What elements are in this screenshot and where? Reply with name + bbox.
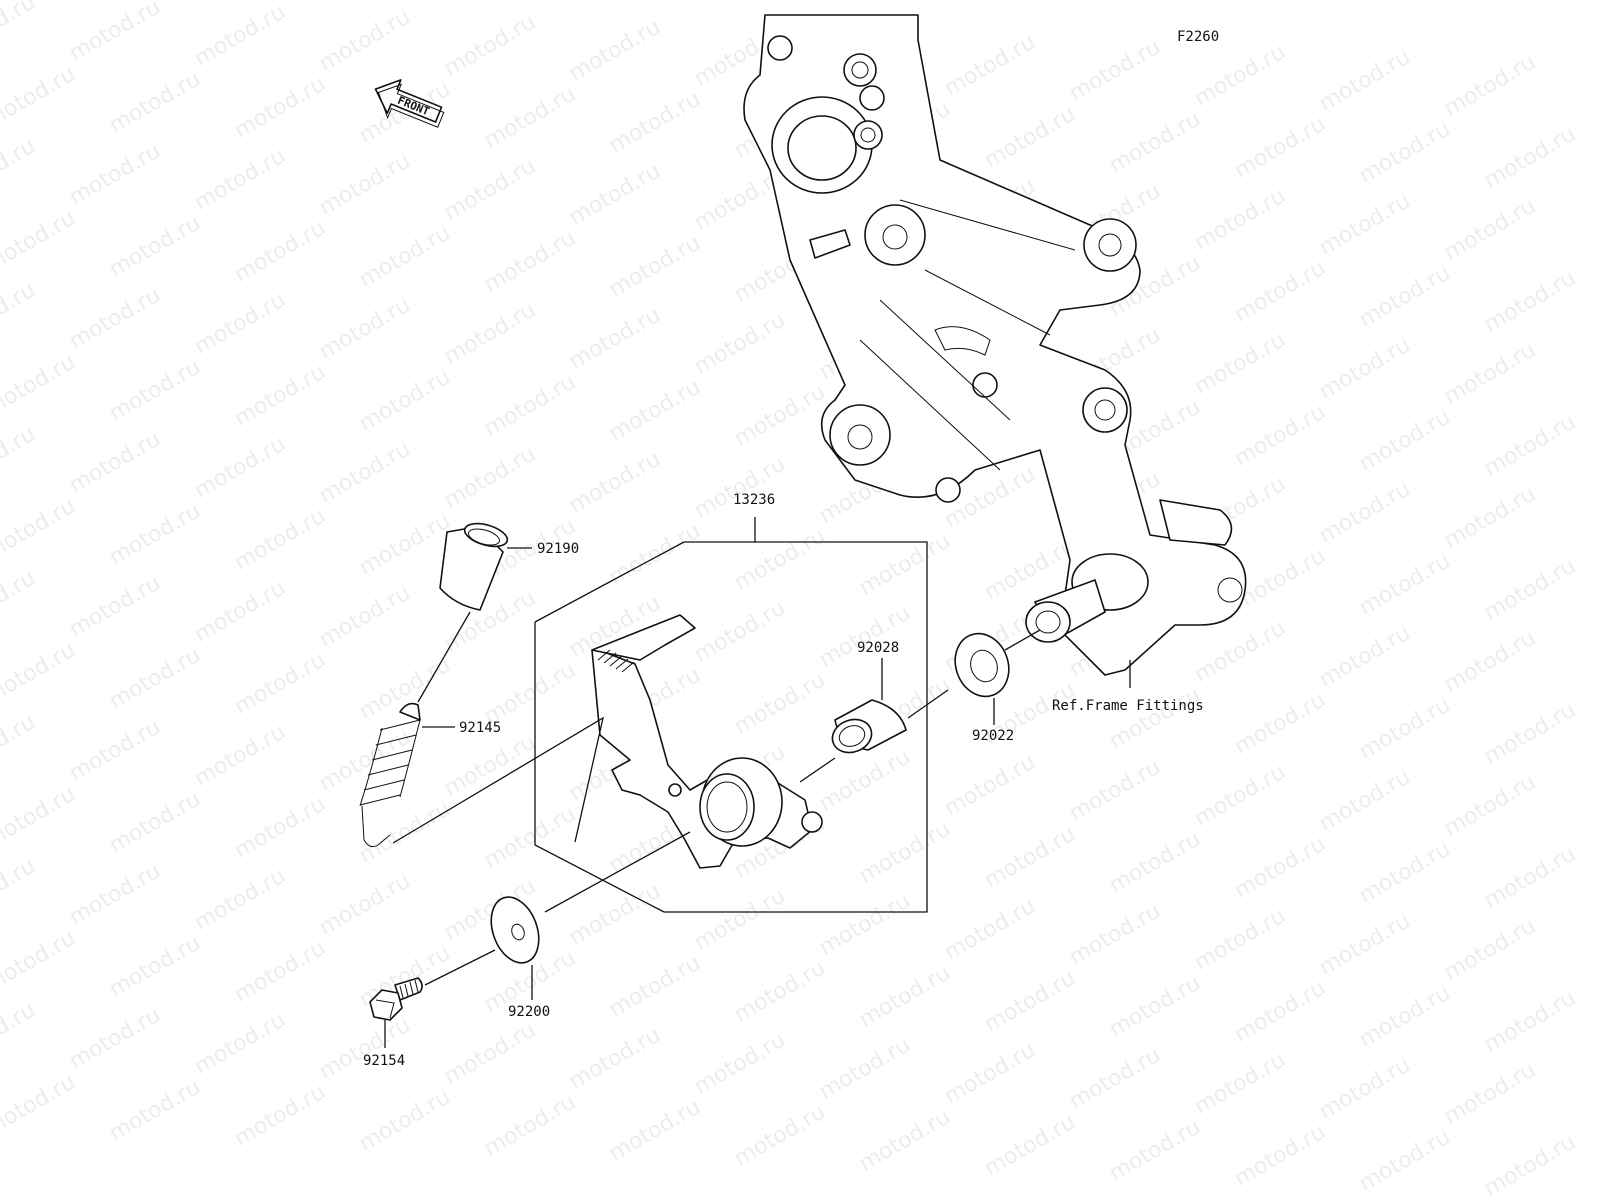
- label-92028: 92028: [857, 640, 899, 656]
- label-92022: 92022: [972, 728, 1014, 744]
- bolt-92154: [369, 977, 423, 1021]
- frame-bracket: [743, 14, 1247, 676]
- label-92200: 92200: [508, 1004, 550, 1020]
- spring-92145: [359, 702, 421, 848]
- label-13236: 13236: [733, 492, 775, 508]
- front-arrow-icon: FRONT: [374, 79, 445, 128]
- label-92154: 92154: [363, 1053, 405, 1069]
- diagram-code: F2260: [1177, 29, 1219, 45]
- assembly-outline: [534, 517, 928, 913]
- sleeve-92190: [439, 522, 509, 611]
- washer-92200: [490, 896, 540, 964]
- label-92190: 92190: [537, 541, 579, 557]
- washer-92022: [954, 632, 1010, 698]
- label-92145: 92145: [459, 720, 501, 736]
- brake-pedal: [591, 614, 823, 869]
- reference-note: Ref.Frame Fittings: [1052, 698, 1204, 714]
- collar-92028: [831, 699, 907, 754]
